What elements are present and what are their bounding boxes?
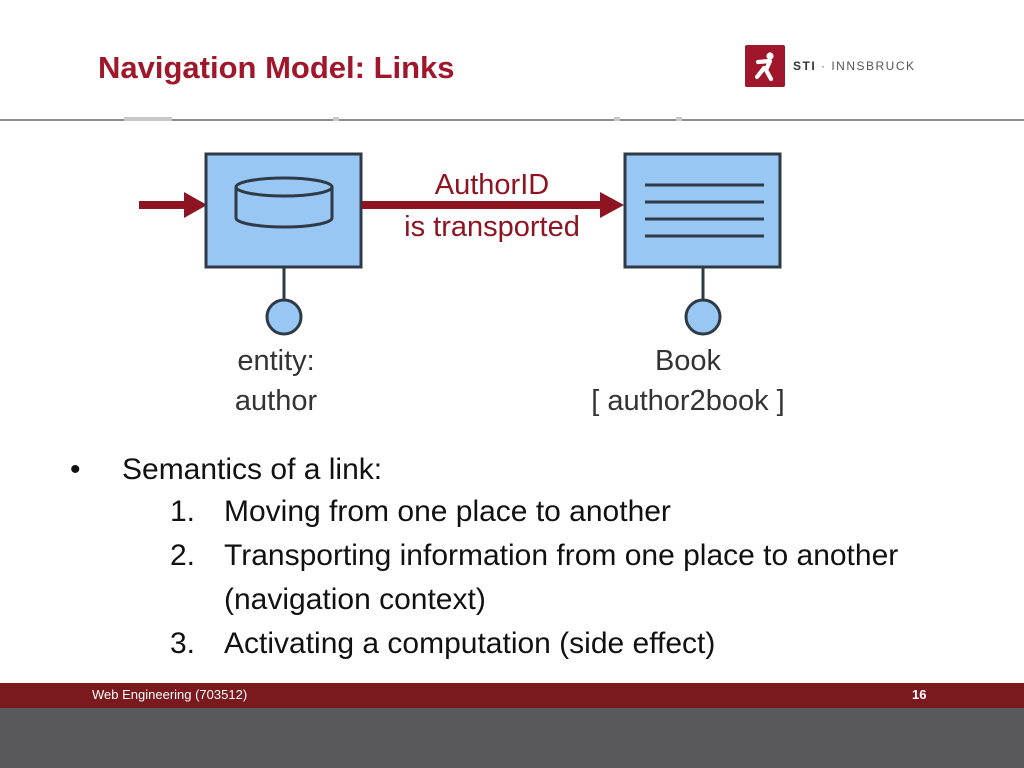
footer-page-number: 16	[912, 687, 927, 702]
link-diagram: AuthorID is transported entity: author B…	[0, 130, 1024, 430]
list-item-number: 1.	[170, 495, 196, 528]
source-connector	[265, 268, 303, 336]
slide-title: Navigation Model: Links	[98, 50, 455, 85]
bullet-item: • Semantics of a link:	[70, 450, 970, 490]
list-item-text: Moving from one place to another	[224, 495, 671, 528]
target-unit-label: Book [ author2book ]	[548, 341, 828, 421]
header-rule-tab	[676, 117, 682, 121]
numbered-list: 1. Moving from one place to another 2. T…	[170, 490, 970, 666]
bullet-marker: •	[70, 453, 81, 486]
source-unit-label-line: author	[234, 385, 318, 417]
list-item-number: 3.	[170, 627, 196, 660]
logo-brand: STI	[793, 59, 817, 73]
footer-band	[0, 708, 1024, 768]
logo-location: INNSBRUCK	[831, 59, 916, 73]
diagram-canvas	[139, 152, 782, 336]
link-label: AuthorID is transported	[372, 164, 612, 248]
sti-runner-icon	[745, 45, 785, 87]
list-item-number: 2.	[170, 539, 196, 572]
index-list-icon	[645, 183, 764, 238]
logo-separator: ·	[816, 59, 832, 73]
sti-logo: STI · INNSBRUCK	[745, 45, 916, 87]
bullet-heading: Semantics of a link:	[122, 453, 383, 486]
source-unit-label-line: entity:	[237, 345, 315, 377]
target-unit-label-line: Book	[654, 345, 722, 377]
footer-course: Web Engineering (703512)	[92, 687, 248, 702]
list-item: 2. Transporting information from one pla…	[170, 534, 970, 622]
target-unit-label-line: [ author2book ]	[591, 385, 785, 417]
link-arrow	[362, 192, 624, 218]
link-label-line: is transported	[404, 211, 580, 243]
bullet-list: • Semantics of a link: 1. Moving from on…	[70, 450, 970, 666]
header-rule	[0, 119, 1024, 121]
list-item-text: Transporting information from one place …	[224, 539, 899, 616]
entity-cylinder-icon	[234, 176, 334, 229]
header-rule-tab	[333, 117, 339, 121]
link-label-line: AuthorID	[434, 169, 550, 201]
footer-bar: Web Engineering (703512) 16	[0, 683, 1024, 708]
source-unit-label: entity: author	[176, 341, 376, 421]
header-rule-tab	[124, 117, 172, 121]
list-item: 3. Activating a computation (side effect…	[170, 622, 970, 666]
list-item-text: Activating a computation (side effect)	[224, 627, 716, 660]
logo-text: STI · INNSBRUCK	[793, 59, 916, 73]
incoming-arrow	[139, 192, 207, 218]
list-item: 1. Moving from one place to another	[170, 490, 970, 534]
target-connector	[684, 268, 722, 336]
target-unit-box	[623, 152, 782, 269]
header-rule-tab	[614, 117, 620, 121]
